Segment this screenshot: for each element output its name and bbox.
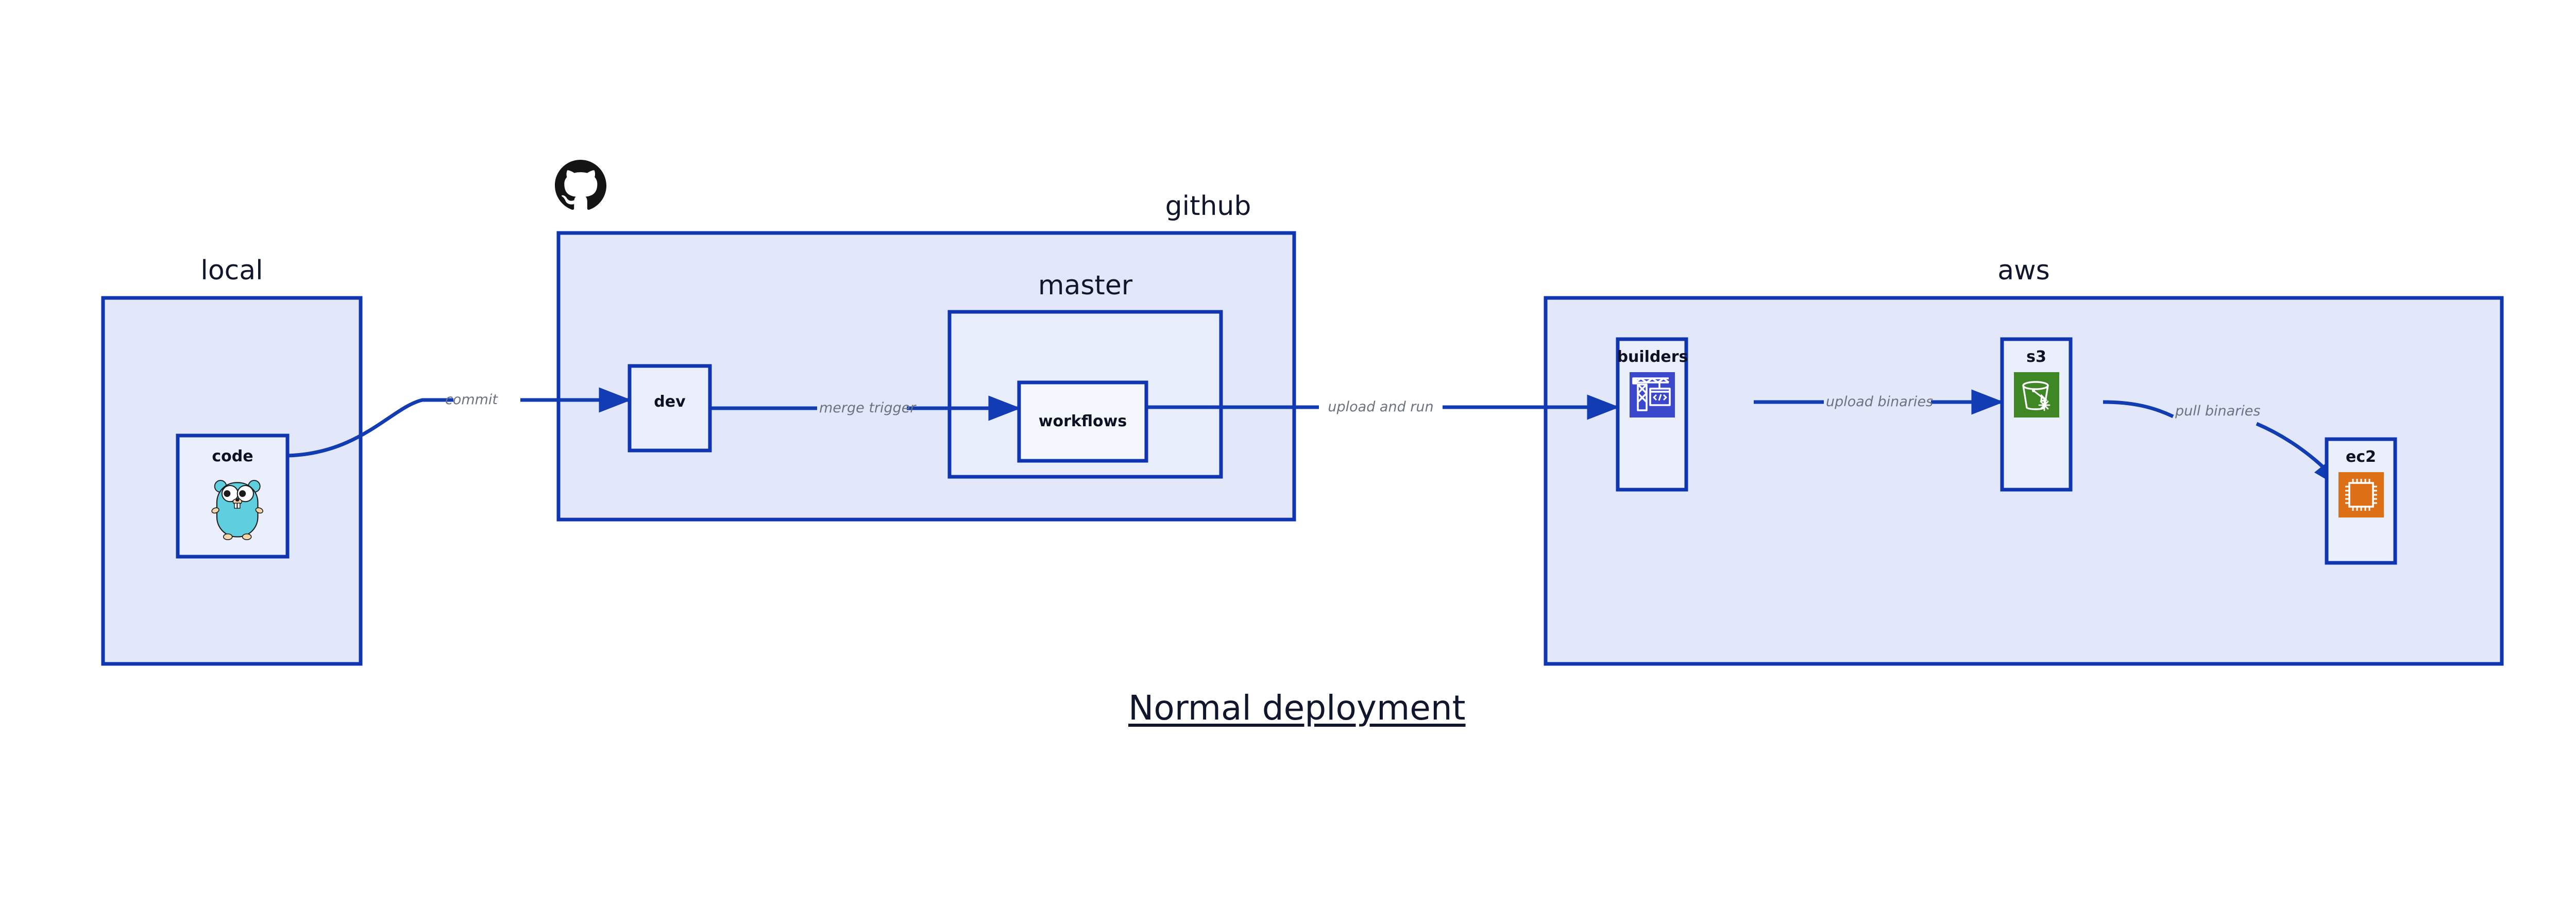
edge-label-upload-and-run-text: upload and run	[1328, 399, 1434, 415]
go-gopher-icon	[211, 480, 263, 540]
edge-label-pull-binaries-text: pull binaries	[2175, 403, 2261, 419]
node-label-ec2: ec2	[2345, 448, 2376, 466]
group-label-aws: aws	[1997, 255, 2050, 286]
node-box-workflows[interactable]	[1017, 380, 1148, 463]
group-label-master: master	[1038, 270, 1133, 301]
edge-label-upload-and-run: upload and run	[1319, 399, 1443, 415]
page-title: Normal deployment	[1128, 688, 1466, 728]
edge-label-merge-trigger: merge trigger	[817, 400, 916, 416]
aws-ec2-chip-icon	[2338, 472, 2384, 517]
group-label-github: github	[1165, 191, 1251, 222]
edge-label-commit-text: commit	[445, 392, 498, 408]
edge-pull-binaries-line	[2103, 400, 2174, 419]
edge-label-upload-binaries: upload binaries	[1824, 394, 1933, 410]
edge-label-commit: commit	[422, 392, 520, 408]
group-label-local: local	[200, 255, 263, 286]
node-label-dev: dev	[654, 393, 686, 411]
node-label-code: code	[212, 447, 253, 465]
node-box-dev[interactable]	[628, 364, 712, 453]
node-label-workflows: workflows	[1038, 412, 1127, 430]
node-label-builders: builders	[1617, 348, 1688, 366]
edge-label-merge-trigger-text: merge trigger	[819, 400, 916, 416]
edge-commit-line	[287, 398, 453, 458]
edge-label-pull-binaries: pull binaries	[2173, 403, 2260, 419]
github-octocat-icon	[555, 160, 607, 210]
node-label-s3: s3	[2026, 348, 2046, 366]
edge-label-upload-binaries-text: upload binaries	[1826, 394, 1934, 410]
aws-s3-bucket-icon	[2014, 372, 2059, 417]
aws-codebuild-crane-icon	[1630, 372, 1675, 417]
